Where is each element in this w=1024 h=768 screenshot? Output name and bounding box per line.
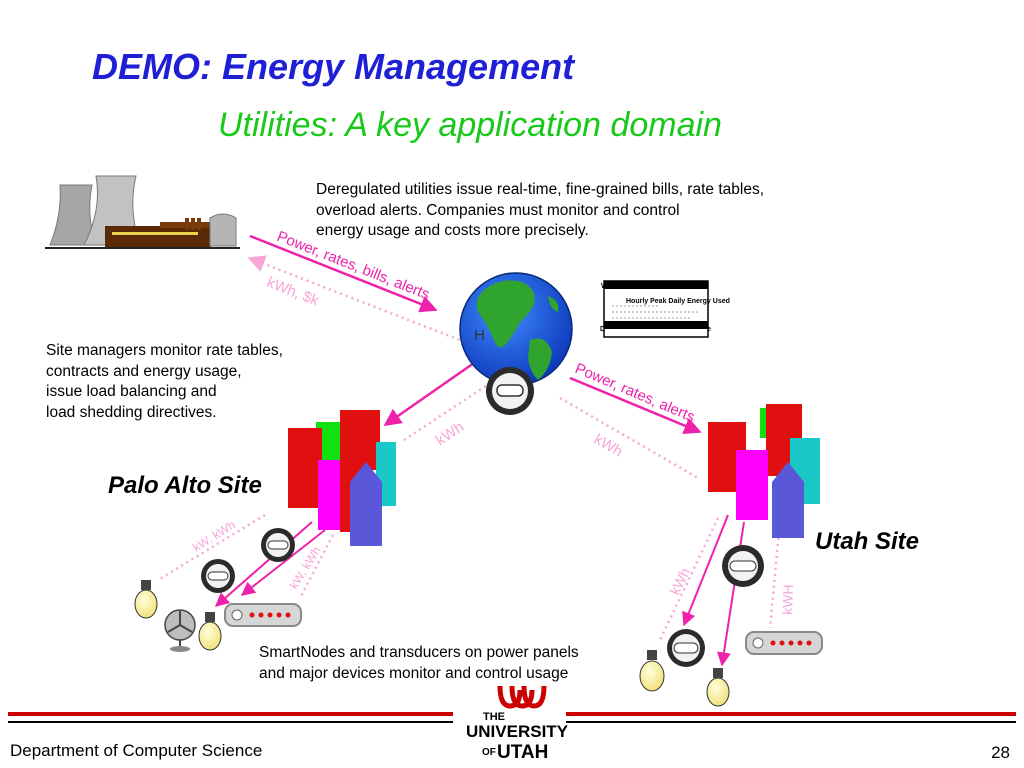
arrow-utility-to-globe xyxy=(249,234,438,313)
chart-doc-label-bottom-right: e xyxy=(707,326,711,333)
arrow-utah-device-2 xyxy=(682,514,729,627)
power-panel-icon xyxy=(745,631,823,655)
meter-icon xyxy=(667,629,705,667)
utah-buildings-icon xyxy=(708,404,820,538)
arrow-palo-to-globe xyxy=(403,376,499,442)
label-kwh-utah-device: kWh xyxy=(666,565,693,597)
globe-marker: H xyxy=(474,327,485,344)
label-kwh-dollar-k: kWh, $k xyxy=(265,274,322,310)
university-of-utah-logo: THE UNIVERSITY OF UTAH xyxy=(466,685,569,763)
chart-document-icon: W Hourly Peak Daily Energy Used D e xyxy=(600,280,730,338)
footer-rule-left-black xyxy=(8,721,453,723)
fan-icon xyxy=(164,609,196,652)
light-bulb-icon xyxy=(639,650,665,692)
light-bulb-icon xyxy=(134,580,158,619)
arrow-utah-device-1 xyxy=(658,517,720,641)
arrow-palo-device-2 xyxy=(214,521,313,607)
power-plant-icon xyxy=(45,175,240,249)
power-panel-icon xyxy=(224,603,302,627)
footer-rule-right-red xyxy=(566,712,1016,716)
label-power-rates-alerts: Power, rates, alerts xyxy=(572,360,697,426)
label-kw-kwh-1: kW, kWh xyxy=(190,518,238,555)
arrow-globe-to-palo xyxy=(383,354,485,427)
svg-text:THE: THE xyxy=(483,711,505,723)
smartnodes-text: SmartNodes and transducers on power pane… xyxy=(259,644,579,682)
central-meter-icon xyxy=(486,367,534,415)
chart-doc-label-mid: Hourly Peak Daily Energy Used xyxy=(626,298,730,305)
department-name: Department of Computer Science xyxy=(10,741,263,760)
footer-rule-left-red xyxy=(8,712,453,716)
svg-text:OF: OF xyxy=(482,747,496,758)
globe-icon: H xyxy=(459,272,573,386)
meter-icon xyxy=(722,545,764,587)
site-managers-text: Site managers monitor rate tables, contr… xyxy=(46,342,283,421)
light-bulb-icon xyxy=(706,668,730,707)
slide-subtitle: Utilities: A key application domain xyxy=(218,106,722,144)
chart-doc-label-top: W xyxy=(601,283,608,290)
label-kwh-utah: kWh xyxy=(591,431,625,461)
svg-text:UTAH: UTAH xyxy=(497,742,548,763)
label-kwh-utah-device-2: kWH xyxy=(779,584,796,615)
slide-title: DEMO: Energy Management xyxy=(92,46,575,87)
palo-alto-buildings-icon xyxy=(288,410,396,546)
label-kwh-palo: kWh xyxy=(433,418,467,449)
arrow-globe-to-utah xyxy=(569,376,702,435)
palo-alto-site-label: Palo Alto Site xyxy=(108,472,262,499)
chart-doc-label-bottom-left: D xyxy=(600,326,605,333)
meter-icon xyxy=(201,559,235,593)
arrow-palo-device-3 xyxy=(240,529,326,596)
footer-rule-right-black xyxy=(566,721,1016,723)
arrow-globe-to-utility xyxy=(247,255,466,344)
arrow-utah-device-3 xyxy=(716,521,745,667)
page-number: 28 xyxy=(991,743,1010,762)
arrow-utah-to-globe xyxy=(559,396,699,480)
meter-icon xyxy=(261,528,295,562)
deregulated-utilities-text: Deregulated utilities issue real-time, f… xyxy=(316,181,764,239)
utah-site-label: Utah Site xyxy=(815,528,920,555)
light-bulb-icon xyxy=(198,612,222,651)
svg-text:UNIVERSITY: UNIVERSITY xyxy=(466,722,569,741)
